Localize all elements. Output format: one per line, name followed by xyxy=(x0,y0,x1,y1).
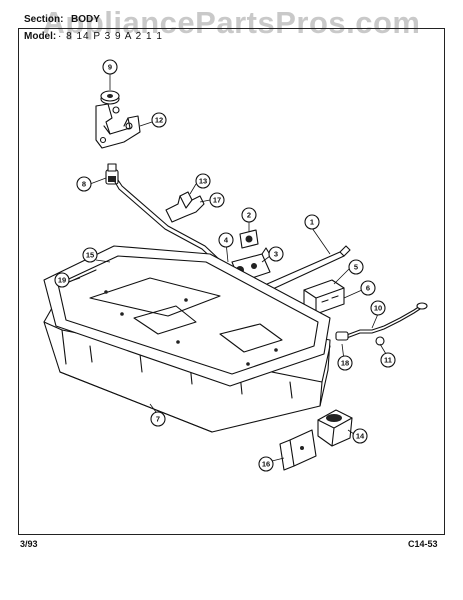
part-5-switch xyxy=(303,279,345,315)
svg-text:11: 11 xyxy=(384,356,392,365)
callout-12: 12 xyxy=(151,112,167,128)
callout-2: 2 xyxy=(241,207,257,223)
diagram-frame xyxy=(18,28,445,535)
svg-text:12: 12 xyxy=(155,116,163,125)
callout-4: 4 xyxy=(218,232,234,248)
callout-5: 5 xyxy=(348,259,364,275)
part-16-bracket xyxy=(279,429,317,471)
part-15-top-pan xyxy=(43,245,331,387)
svg-text:13: 13 xyxy=(199,177,207,186)
footer-date: 3/93 xyxy=(20,539,38,549)
svg-text:10: 10 xyxy=(374,304,382,313)
watermark: AppliancePartsPros.com xyxy=(42,5,421,40)
model-label: Model: xyxy=(24,31,57,42)
svg-text:8: 8 xyxy=(82,180,86,189)
svg-text:16: 16 xyxy=(262,460,270,469)
callout-6: 6 xyxy=(360,280,376,296)
part-13-clamp xyxy=(165,191,205,223)
svg-text:2: 2 xyxy=(247,211,251,220)
svg-text:15: 15 xyxy=(86,251,94,260)
part-10-sensor xyxy=(335,302,428,346)
part-8-fitting xyxy=(105,163,119,185)
footer-page-code: C14-53 xyxy=(408,539,438,549)
svg-text:1: 1 xyxy=(310,218,314,227)
callout-11: 11 xyxy=(380,352,396,368)
callout-17: 17 xyxy=(209,192,225,208)
callout-16: 16 xyxy=(258,456,274,472)
svg-text:7: 7 xyxy=(156,415,160,424)
model-value: · 8 14 P 3 9 A 2 1 1 xyxy=(58,31,163,42)
part-12-bracket xyxy=(95,103,141,149)
callout-9: 9 xyxy=(102,59,118,75)
svg-text:17: 17 xyxy=(213,196,221,205)
svg-text:9: 9 xyxy=(108,63,112,72)
callout-13: 13 xyxy=(195,173,211,189)
callout-18: 18 xyxy=(337,355,353,371)
svg-text:4: 4 xyxy=(224,236,229,245)
svg-text:6: 6 xyxy=(366,284,370,293)
section-label: Section: xyxy=(24,14,64,25)
svg-text:14: 14 xyxy=(356,432,365,441)
callout-3: 3 xyxy=(268,246,284,262)
callout-1: 1 xyxy=(304,214,320,230)
callout-14: 14 xyxy=(352,428,368,444)
svg-text:19: 19 xyxy=(58,276,66,285)
svg-text:3: 3 xyxy=(274,250,278,259)
callout-7: 7 xyxy=(150,411,166,427)
part-9-nut xyxy=(100,90,120,105)
section-value: BODY xyxy=(71,14,100,25)
svg-text:5: 5 xyxy=(354,263,358,272)
svg-text:18: 18 xyxy=(341,359,349,368)
part-2-plate xyxy=(239,229,259,249)
callout-10: 10 xyxy=(370,300,386,316)
callout-19: 19 xyxy=(54,272,70,288)
callout-15: 15 xyxy=(82,247,98,263)
part-14-igniter xyxy=(317,409,353,447)
callout-8: 8 xyxy=(76,176,92,192)
